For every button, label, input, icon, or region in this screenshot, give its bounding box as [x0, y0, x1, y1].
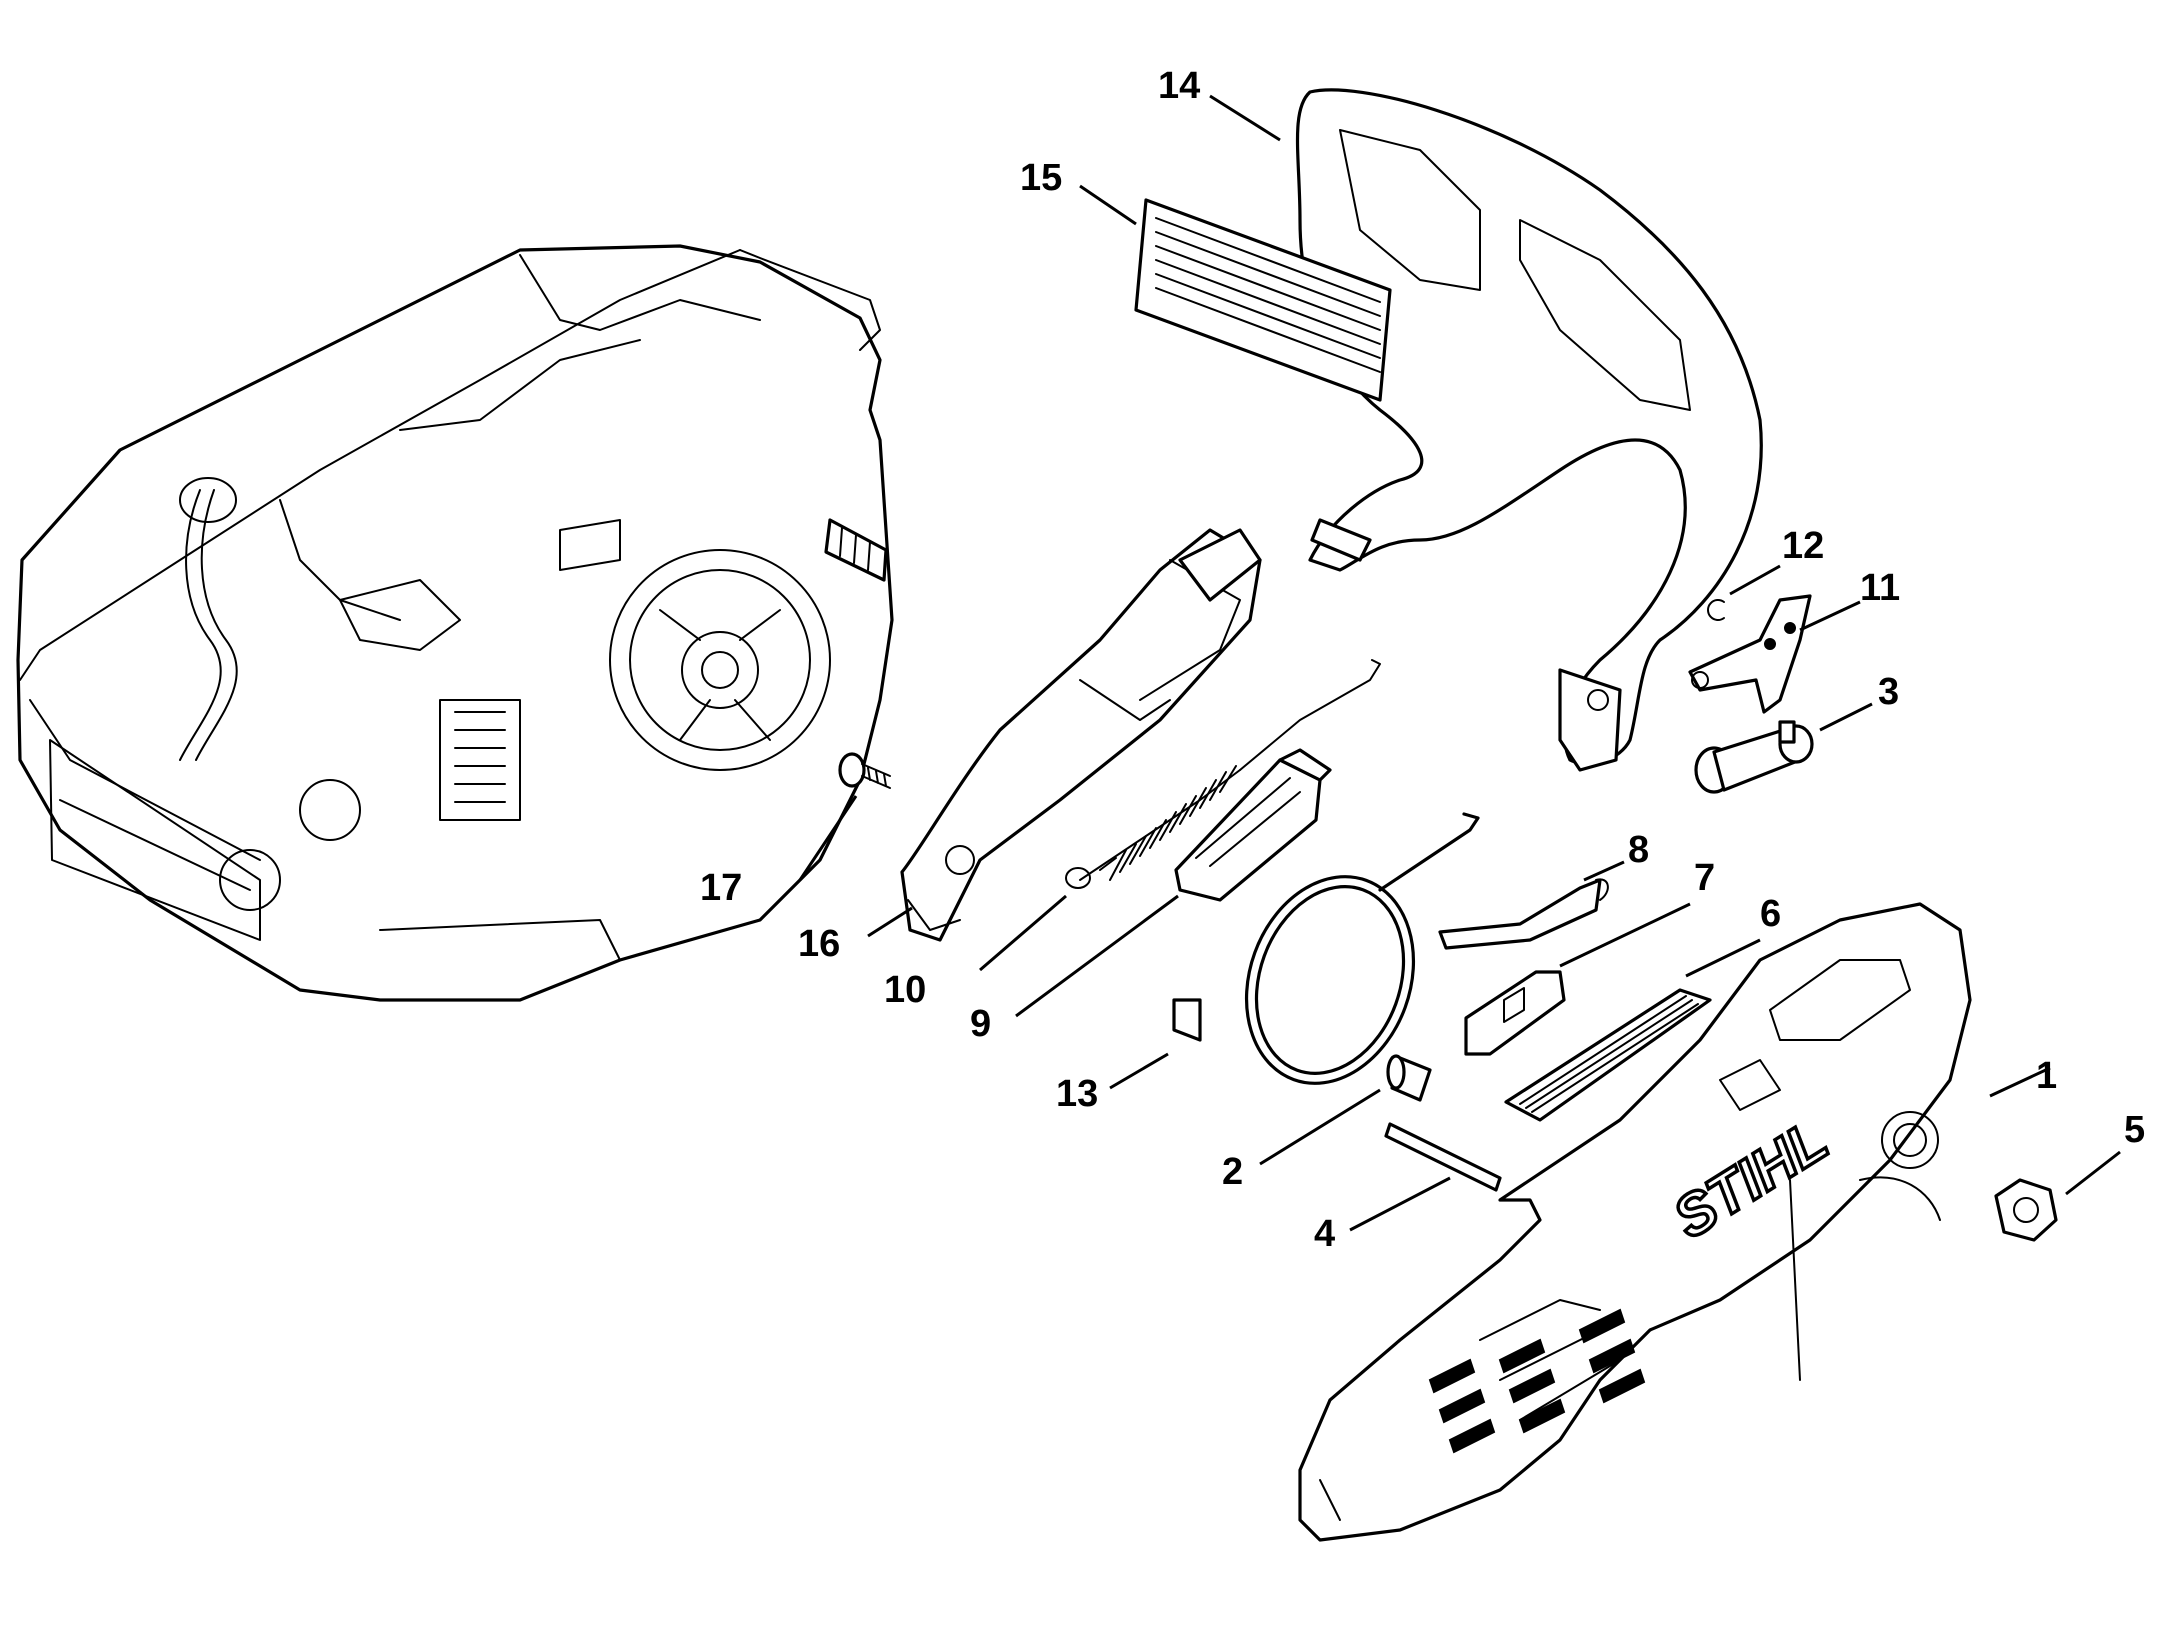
callout-13: 13 — [1056, 1073, 1098, 1115]
lever-pin — [1694, 720, 1814, 794]
leader-6 — [1685, 938, 1761, 978]
callout-10: 10 — [884, 969, 926, 1011]
tension-spring — [1065, 659, 1381, 889]
callout-6: 6 — [1760, 893, 1781, 935]
brake-lever — [1174, 748, 1332, 902]
hand-guard — [1295, 88, 1763, 772]
callout-17: 17 — [700, 867, 742, 909]
brake-band — [1172, 812, 1480, 1085]
leader-5 — [2065, 1150, 2121, 1196]
leader-11 — [1799, 600, 1861, 632]
leader-3 — [1819, 702, 1873, 732]
leader-12 — [1729, 564, 1781, 596]
callout-9: 9 — [970, 1003, 991, 1045]
leader-13 — [1109, 1052, 1169, 1090]
callout-16: 16 — [798, 923, 840, 965]
leader-1 — [1989, 1066, 2051, 1098]
warning-label — [1134, 198, 1392, 402]
collar-nut — [1994, 1178, 2058, 1242]
leader-9 — [1015, 894, 1179, 1018]
engine-housing — [16, 244, 894, 1002]
callout-11: 11 — [1860, 567, 1900, 609]
leader-10 — [979, 894, 1067, 972]
sleeve — [1386, 1054, 1432, 1102]
screw — [838, 752, 891, 789]
e-clip — [1707, 599, 1725, 621]
leader-lines — [798, 94, 2121, 1232]
callout-15: 15 — [1020, 157, 1062, 199]
callout-12: 12 — [1782, 525, 1824, 567]
leader-7 — [1559, 902, 1691, 968]
spring-clip — [1438, 878, 1609, 950]
leader-15 — [1079, 184, 1137, 226]
callout-5: 5 — [2124, 1109, 2145, 1151]
leader-2 — [1259, 1088, 1381, 1166]
callout-3: 3 — [1878, 671, 1899, 713]
callout-4: 4 — [1314, 1213, 1335, 1255]
callout-8: 8 — [1628, 829, 1649, 871]
chain-sprocket-cover: STIHL — [1298, 902, 1972, 1542]
leader-17 — [798, 795, 858, 881]
callout-7: 7 — [1694, 857, 1715, 899]
leader-4 — [1349, 1176, 1451, 1232]
leader-8 — [1583, 860, 1625, 882]
link-plate — [1688, 594, 1812, 714]
sprocket-label — [1504, 988, 1712, 1122]
callout-14: 14 — [1158, 65, 1200, 107]
slide-button — [1464, 970, 1566, 1056]
leader-16 — [867, 906, 913, 938]
chain-brake-assembly — [900, 528, 1262, 942]
callout-1: 1 — [2036, 1055, 2057, 1097]
callout-labels: 1 2 3 4 5 6 7 8 9 10 11 12 13 14 15 16 1… — [700, 65, 2145, 1255]
pin — [1384, 1122, 1502, 1192]
callout-2: 2 — [1222, 1151, 1243, 1193]
leader-14 — [1209, 94, 1281, 142]
